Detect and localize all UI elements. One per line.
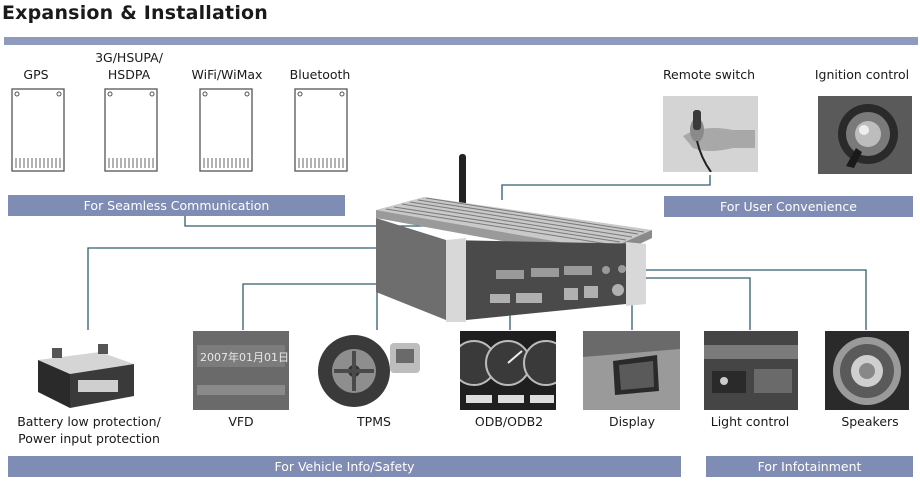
odb-photo — [460, 331, 556, 410]
label-speakers: Speakers — [841, 414, 899, 429]
band-infotainment: For Infotainment — [706, 456, 913, 477]
band-convenience: For User Convenience — [664, 196, 913, 217]
battery-photo — [30, 330, 144, 410]
line-communication — [184, 216, 465, 227]
band-communication: For Seamless Communication — [8, 195, 345, 216]
page-title: Expansion & Installation — [2, 2, 269, 24]
module-label-3g: 3G/HSUPA/ HSDPA — [95, 50, 163, 82]
line-battery — [87, 247, 440, 330]
title-divider — [4, 37, 918, 45]
3g-card — [104, 88, 158, 172]
light-control-photo — [704, 331, 798, 410]
vfd-display-text: 2007年01月01日 — [200, 350, 289, 364]
module-label-gps: GPS — [23, 67, 49, 82]
label-light-control: Light control — [710, 414, 790, 429]
bluetooth-card — [294, 88, 348, 172]
label-ignition-control: Ignition control — [814, 67, 910, 82]
line-convenience — [501, 175, 711, 200]
ignition-control-photo — [818, 96, 912, 174]
tpms-photo — [316, 333, 424, 410]
remote-switch-photo — [663, 96, 758, 172]
label-tpms: TPMS — [357, 414, 391, 429]
box-pc-image — [366, 152, 658, 327]
label-battery: Battery low protection/ Power input prot… — [17, 414, 161, 446]
gps-card — [11, 88, 65, 172]
vfd-photo: 2007年01月01日 — [193, 331, 289, 410]
module-label-wifi: WiFi/WiMax — [191, 67, 263, 82]
display-photo — [583, 331, 680, 410]
speaker-photo — [825, 331, 909, 410]
label-odb: ODB/ODB2 — [474, 414, 544, 429]
label-vfd: VFD — [228, 414, 254, 429]
band-vehicle: For Vehicle Info/Safety — [8, 456, 681, 477]
label-display: Display — [608, 414, 656, 429]
module-label-bluetooth: Bluetooth — [289, 67, 351, 82]
label-remote-switch: Remote switch — [662, 67, 756, 82]
wifi-card — [199, 88, 253, 172]
line-speakers — [590, 269, 867, 330]
